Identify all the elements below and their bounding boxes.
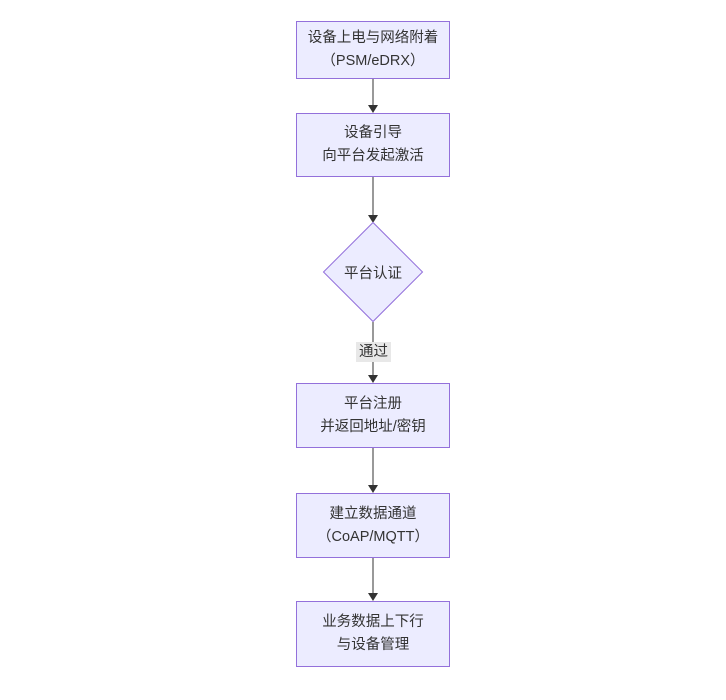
arrow-line: [372, 177, 374, 218]
node-data-channel-line1: 建立数据通道: [329, 505, 417, 522]
node-business-data: 业务数据上下行 与设备管理: [296, 601, 450, 667]
arrow-head-icon: [368, 105, 378, 113]
node-register-line2: 并返回地址/密钥: [320, 418, 426, 435]
node-bootstrap-line1: 设备引导: [344, 125, 402, 141]
node-power-attach: 设备上电与网络附着 （PSM/eDRX）: [296, 21, 450, 79]
arrow-head-icon: [368, 215, 378, 223]
arrow-line: [372, 448, 374, 488]
node-bootstrap: 设备引导 向平台发起激活: [296, 113, 450, 177]
node-business-data-line2: 与设备管理: [336, 637, 410, 653]
decision-platform-auth-label: 平台认证: [344, 265, 402, 282]
node-power-attach-line2: （PSM/eDRX）: [321, 53, 425, 69]
arrow-line: [372, 558, 374, 596]
arrow-head-icon: [368, 375, 378, 383]
arrow-register-to-channel: [367, 448, 379, 493]
arrow-bootstrap-to-auth: [367, 177, 379, 223]
decision-platform-auth: 平台认证: [322, 221, 424, 323]
node-data-channel-line2: （CoAP/MQTT）: [317, 528, 429, 545]
node-power-attach-line1: 设备上电与网络附着: [307, 30, 439, 46]
arrow-channel-to-business: [367, 558, 379, 601]
node-register: 平台注册 并返回地址/密钥: [296, 383, 450, 448]
arrow-power-to-bootstrap: [367, 79, 379, 113]
node-data-channel: 建立数据通道 （CoAP/MQTT）: [296, 493, 450, 558]
edge-label-pass: 通过: [356, 342, 391, 362]
arrow-line: [372, 79, 374, 108]
node-business-data-line1: 业务数据上下行: [322, 614, 424, 630]
node-bootstrap-line2: 向平台发起激活: [322, 148, 424, 164]
arrow-head-icon: [368, 593, 378, 601]
node-register-line1: 平台注册: [344, 395, 402, 412]
arrow-head-icon: [368, 485, 378, 493]
